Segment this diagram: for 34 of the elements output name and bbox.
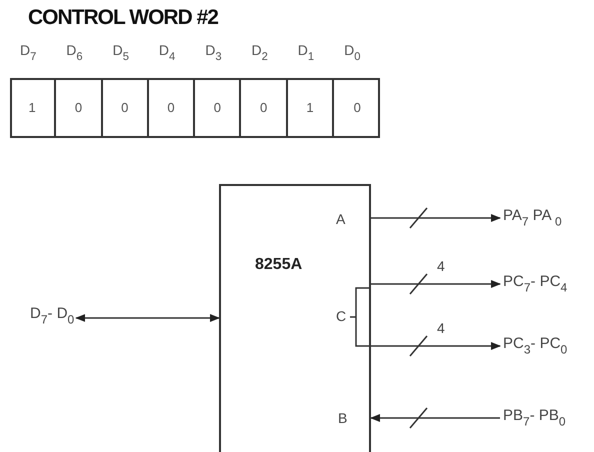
edge-label: 4 [437, 320, 445, 336]
bit-label: D$_{7}$ [20, 42, 36, 64]
bit-value: 0 [102, 80, 149, 136]
bit-label: D$_{1}$ [298, 42, 314, 64]
edge-label: 4 [437, 258, 445, 274]
bit-value: 0 [352, 99, 362, 117]
bit-label: D$_{2}$ [252, 42, 268, 64]
bus-arrow [371, 336, 501, 356]
pin-label: B [338, 410, 348, 426]
bit-value: 0 [195, 80, 242, 136]
bit-label: D$_{0}$ [344, 42, 360, 64]
bit-label: D$_{3}$ [205, 42, 222, 64]
bit-label: D$_{6}$ [66, 42, 83, 64]
chip-box [219, 184, 371, 452]
signal-label: PA$_{7}$ PA $_{0}$ [503, 207, 562, 224]
signal-label: PC$_{3}$- PC$_{0}$ [503, 335, 568, 352]
bit-value: 0 [148, 80, 196, 136]
bit-label: D$_{4}$ [158, 42, 176, 64]
bit-value: 0 [56, 80, 103, 136]
diagram-title: CONTROL WORD #2 [28, 6, 218, 30]
bus-arrow [75, 314, 220, 322]
bus-arrow [371, 208, 501, 228]
pin-label: A [336, 211, 346, 227]
signal-label: D$_{7}$- D$_{0}$ [30, 305, 74, 322]
bit-label: D$_{5}$ [112, 42, 129, 64]
bus-arrow [370, 408, 500, 428]
signal-label: PC$_{7}$- PC$_{4}$ [503, 273, 568, 290]
bit-value: 1 [10, 80, 56, 136]
chip-name: 8255A [255, 256, 302, 274]
bit-value: 1 [288, 80, 334, 136]
bit-value: 0 [242, 80, 288, 136]
bus-arrow [371, 274, 501, 294]
pin-label: C [336, 308, 346, 324]
signal-label: PB$_{7}$- PB$_{0}$ [503, 407, 566, 424]
